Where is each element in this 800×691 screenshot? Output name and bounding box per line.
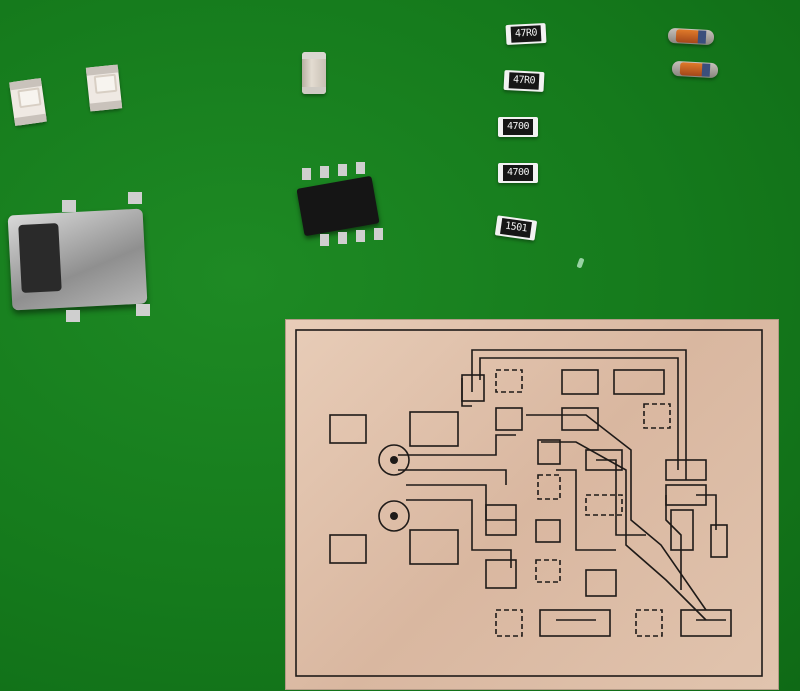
resistor-marking: 4700 bbox=[503, 165, 533, 181]
drill-hole bbox=[390, 512, 398, 520]
pad bbox=[585, 569, 617, 597]
usb-hole bbox=[378, 444, 410, 476]
pad bbox=[539, 609, 611, 637]
resistor-marking: 1501 bbox=[500, 217, 532, 239]
pad bbox=[495, 369, 523, 393]
resistor-marking: 47R0 bbox=[510, 25, 542, 43]
pad bbox=[643, 403, 671, 429]
trace bbox=[479, 357, 679, 470]
trace bbox=[398, 434, 516, 456]
trace bbox=[398, 469, 507, 485]
soic8-ic bbox=[296, 162, 383, 246]
pad bbox=[537, 474, 561, 500]
resistor-marking: 4700 bbox=[503, 119, 533, 135]
trace bbox=[665, 495, 682, 590]
pad bbox=[710, 524, 728, 558]
pad bbox=[585, 494, 623, 516]
etched-pcb bbox=[286, 320, 778, 689]
pad bbox=[329, 534, 367, 564]
reflection-glint bbox=[576, 257, 585, 269]
pad bbox=[329, 414, 367, 444]
smd-resistor: 4700 bbox=[498, 163, 538, 183]
drill-hole bbox=[390, 456, 398, 464]
smd-resistor: 47R0 bbox=[505, 22, 547, 46]
pad bbox=[613, 369, 665, 395]
ceramic-capacitor bbox=[302, 52, 326, 94]
smd-led bbox=[9, 77, 47, 127]
board-outline bbox=[295, 329, 763, 677]
melf-diode bbox=[671, 60, 719, 79]
pad bbox=[680, 609, 732, 637]
smd-resistor: 4700 bbox=[498, 117, 538, 137]
pad bbox=[461, 374, 485, 402]
pad bbox=[535, 559, 561, 583]
pad bbox=[485, 559, 517, 589]
trace bbox=[406, 499, 512, 568]
trace bbox=[541, 441, 707, 621]
smd-led bbox=[85, 64, 123, 112]
pad bbox=[495, 609, 523, 637]
trace bbox=[696, 494, 717, 530]
pad bbox=[495, 407, 523, 431]
pcb-artwork bbox=[295, 329, 763, 677]
trace bbox=[406, 484, 516, 521]
pad bbox=[537, 439, 561, 465]
pad bbox=[670, 509, 694, 551]
trace bbox=[526, 414, 707, 611]
smd-resistor: 47R0 bbox=[503, 69, 545, 93]
trace bbox=[596, 459, 646, 536]
pad bbox=[409, 529, 459, 565]
pad bbox=[635, 609, 663, 637]
resistor-marking: 47R0 bbox=[508, 72, 540, 90]
usb-hole bbox=[378, 500, 410, 532]
trace bbox=[556, 469, 616, 551]
pad bbox=[485, 504, 517, 536]
trace bbox=[471, 349, 687, 480]
pad bbox=[535, 519, 561, 543]
pad bbox=[409, 411, 459, 447]
smd-resistor: 1501 bbox=[494, 215, 538, 241]
pad bbox=[561, 407, 599, 431]
mini-usb-connector bbox=[7, 192, 150, 322]
pad bbox=[665, 459, 707, 481]
pad bbox=[665, 484, 707, 506]
pad bbox=[561, 369, 599, 395]
melf-diode bbox=[667, 27, 715, 46]
pad bbox=[585, 449, 623, 471]
